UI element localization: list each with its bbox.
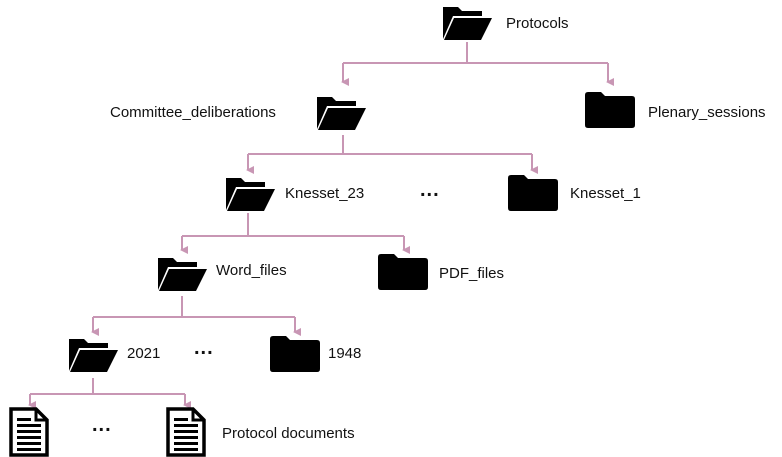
open-folder-icon bbox=[317, 97, 366, 130]
connector-l2 bbox=[182, 213, 404, 237]
level2-ellipsis: ... bbox=[420, 179, 440, 201]
year-2021-folder-label: 2021 bbox=[127, 345, 161, 362]
document-icon bbox=[166, 407, 206, 457]
protocol-documents-label: Protocol documents bbox=[222, 425, 355, 442]
knesset-1-folder-label: Knesset_1 bbox=[570, 185, 641, 202]
connector-l3 bbox=[93, 296, 295, 318]
pdf-files-folder-label: PDF_files bbox=[439, 265, 505, 282]
connector-l1 bbox=[248, 135, 532, 155]
year-1948-folder-label: 1948 bbox=[328, 345, 362, 362]
level4-ellipsis: ... bbox=[194, 337, 214, 359]
level5-ellipsis: ... bbox=[92, 414, 112, 436]
open-folder-icon bbox=[443, 7, 492, 40]
open-folder-icon bbox=[226, 178, 275, 211]
connector-l4 bbox=[30, 378, 185, 395]
committee-folder-label: Committee_deliberations bbox=[110, 104, 276, 121]
connectors bbox=[28, 42, 614, 409]
document-icon bbox=[9, 407, 49, 457]
root-folder-label: Protocols bbox=[506, 15, 569, 32]
open-folder-icon bbox=[158, 258, 207, 291]
word-files-folder-label: Word_files bbox=[216, 262, 287, 279]
connector-root bbox=[343, 42, 608, 64]
knesset-23-folder-label: Knesset_23 bbox=[285, 185, 365, 202]
closed-folder-icon bbox=[378, 254, 428, 290]
closed-folder-icon bbox=[508, 175, 558, 211]
open-folder-icon bbox=[69, 339, 118, 372]
closed-folder-icon bbox=[585, 92, 635, 128]
plenary-folder-label: Plenary_sessions bbox=[648, 104, 766, 121]
closed-folder-icon bbox=[270, 336, 320, 372]
